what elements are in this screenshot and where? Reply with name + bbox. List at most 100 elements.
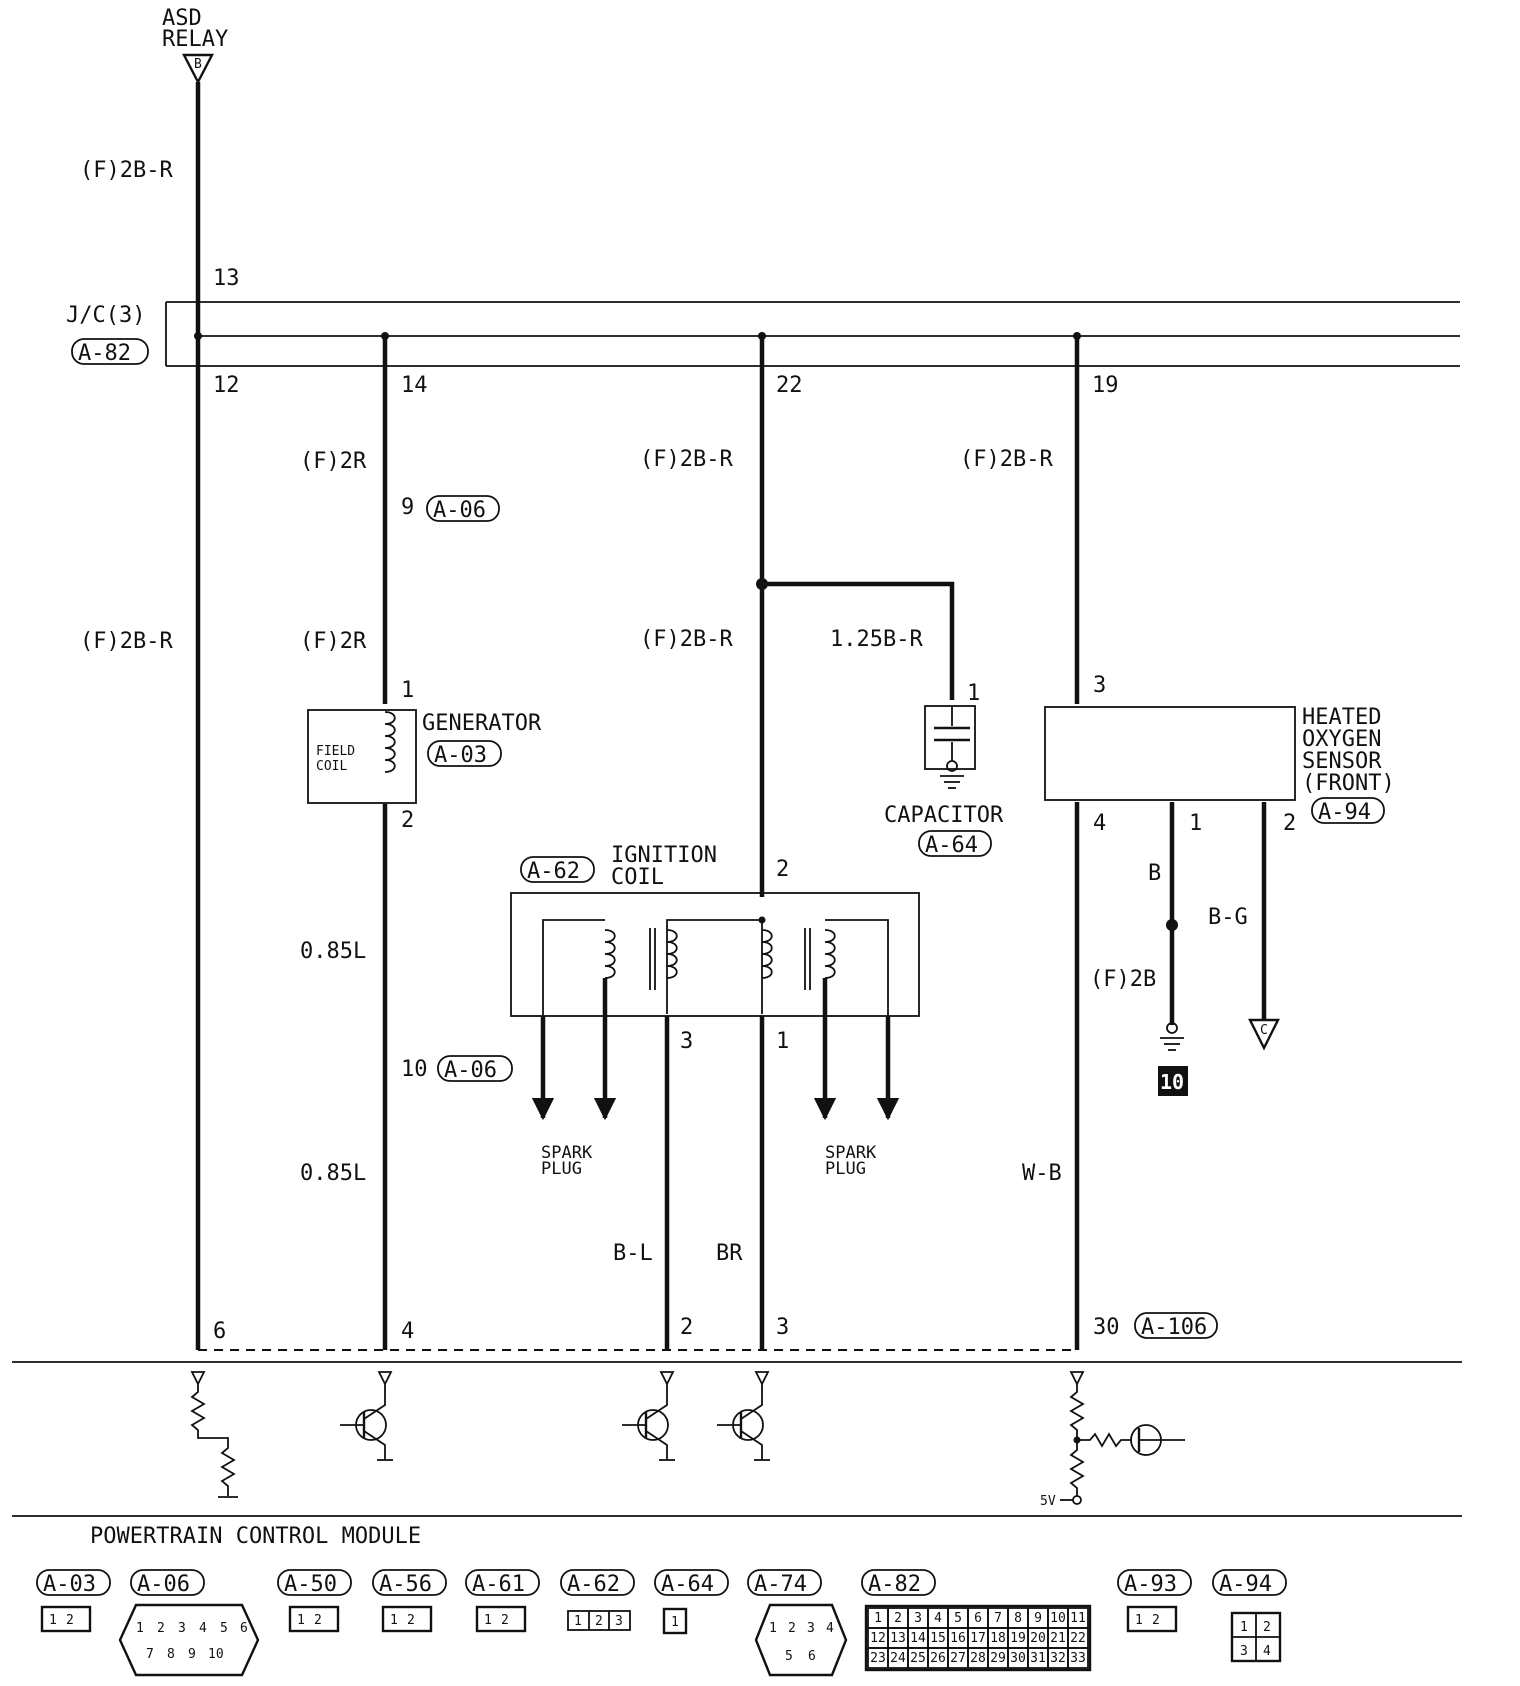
legend-a82-pin: 4 <box>934 1611 942 1626</box>
wire-label-12: (F)2B-R <box>80 629 173 654</box>
wire-label-coil-3: B-L <box>613 1241 653 1266</box>
wire-label-o2-ground: (F)2B <box>1090 967 1156 992</box>
asd-relay: ASD RELAY B <box>162 6 228 85</box>
ignition-coil-label-1: IGNITION <box>611 843 717 868</box>
o2-sensor-label-1: HEATED <box>1302 705 1381 730</box>
legend-a82-pin: 27 <box>950 1651 966 1666</box>
spark-plug-right-label-2: PLUG <box>825 1159 866 1179</box>
ignition-coil-pin-2: 2 <box>776 857 789 882</box>
legend-a61-pin-2: 2 <box>501 1613 509 1628</box>
o2-sensor-pin-2: 2 <box>1283 811 1296 836</box>
legend-a82-pin: 20 <box>1030 1631 1046 1646</box>
pcm-internal-circuits: 5V <box>190 1371 1185 1509</box>
legend-a06-pin-1: 1 <box>136 1621 144 1636</box>
legend-a74-pin-3: 3 <box>807 1621 815 1636</box>
legend-a93-pin-2: 2 <box>1152 1613 1160 1628</box>
legend-a06-pin-8: 8 <box>167 1647 175 1662</box>
legend-a50-label: A-50 <box>284 1572 337 1597</box>
junction-pin-14: 14 <box>401 373 428 398</box>
legend-a82-pin: 3 <box>914 1611 922 1626</box>
legend-a94-pin-1: 1 <box>1240 1620 1248 1635</box>
legend-a82-pin: 1 <box>874 1611 882 1626</box>
legend-a94-pin-2: 2 <box>1263 1620 1271 1635</box>
spark-plug-right-label-1: SPARK <box>825 1143 877 1163</box>
legend-a82-pin: 10 <box>1050 1611 1066 1626</box>
ignition-coil-pin-3: 3 <box>680 1029 693 1054</box>
ground-point-badge <box>1158 1066 1188 1096</box>
wire-label-gen-out-2: 0.85L <box>300 1161 366 1186</box>
junction-pin-19: 19 <box>1092 373 1119 398</box>
capacitor-connector-id: A-64 <box>925 833 978 858</box>
legend-a74-label: A-74 <box>754 1572 807 1597</box>
asd-relay-label-1: ASD <box>162 6 202 31</box>
legend-a82-pin: 16 <box>950 1631 966 1646</box>
offpage-connector-c <box>1248 1018 1280 1051</box>
legend-a82-pin: 23 <box>870 1651 886 1666</box>
legend-a82-pin: 2 <box>894 1611 902 1626</box>
legend-a82-pin: 13 <box>890 1631 906 1646</box>
legend-a82-pin: 6 <box>974 1611 982 1626</box>
legend-a82-pin: 14 <box>910 1631 926 1646</box>
capacitor: 1 CAPACITOR A-64 <box>884 681 1004 858</box>
legend-a06-pin-9: 9 <box>188 1647 196 1662</box>
a06-pin-10: 10 <box>401 1057 428 1082</box>
o2-sensor-label-3: SENSOR <box>1302 749 1382 774</box>
o2-sensor-pin-1: 1 <box>1189 811 1202 836</box>
legend-a74-pin-1: 1 <box>769 1621 777 1636</box>
wire-label-22-upper: (F)2B-R <box>640 447 733 472</box>
o2-sensor-connector-id: A-94 <box>1318 800 1371 825</box>
wire-label-gen-out-1: 0.85L <box>300 939 366 964</box>
legend-a06-pin-5: 5 <box>220 1621 228 1636</box>
legend-a64-label: A-64 <box>661 1572 714 1597</box>
wire-label-o2-2: B-G <box>1208 905 1248 930</box>
pcm-pin-6: 6 <box>213 1319 226 1344</box>
legend-a61-label: A-61 <box>472 1572 525 1597</box>
pcm-name: POWERTRAIN CONTROL MODULE <box>90 1524 421 1549</box>
ignition-coil: IGNITION COIL A-62 2 3 1 <box>510 843 920 1121</box>
legend-a74-pin-2: 2 <box>788 1621 796 1636</box>
legend-a82-pin: 17 <box>970 1631 986 1646</box>
legend-a56-label: A-56 <box>379 1572 432 1597</box>
legend-a82-pin: 25 <box>910 1651 926 1666</box>
wire-label-relay-feed: (F)2B-R <box>80 158 173 183</box>
spark-plug-left-label-1: SPARK <box>541 1143 593 1163</box>
asd-relay-connector-triangle <box>182 53 214 85</box>
legend-a82-pin: 7 <box>994 1611 1002 1626</box>
legend-a94-pin-4: 4 <box>1263 1644 1271 1659</box>
legend-a62-pin-3: 3 <box>615 1614 623 1629</box>
a06-pin-9: 9 <box>401 495 414 520</box>
legend-a82-pin: 32 <box>1050 1651 1066 1666</box>
wire-capacitor-branch <box>762 581 955 700</box>
pcm-vref-label: 5V <box>1040 1494 1056 1509</box>
pcm-pin-3: 3 <box>776 1315 789 1340</box>
heated-oxygen-sensor: 3 HEATED OXYGEN SENSOR (FRONT) A-94 4 1 … <box>1044 673 1395 836</box>
wire-label-14-upper: (F)2R <box>300 449 367 474</box>
legend-a74-pin-6: 6 <box>808 1649 816 1664</box>
legend-a82-pin: 28 <box>970 1651 986 1666</box>
junction-pin-12: 12 <box>213 373 240 398</box>
generator-inner-label-1: FIELD <box>316 744 355 759</box>
legend-a94-label: A-94 <box>1219 1572 1272 1597</box>
legend-a61-pin-1: 1 <box>484 1613 492 1628</box>
legend-a82-pin: 33 <box>1070 1651 1086 1666</box>
ignition-coil-connector-id: A-62 <box>527 859 580 884</box>
o2-sensor-pin-3: 3 <box>1093 673 1106 698</box>
wire-label-capacitor-branch: 1.25B-R <box>830 627 923 652</box>
legend-a06-pin-4: 4 <box>199 1621 207 1636</box>
legend-a82-pin: 31 <box>1030 1651 1046 1666</box>
junction-pin-13: 13 <box>213 266 240 291</box>
legend-a82-pin: 19 <box>1010 1631 1026 1646</box>
capacitor-name: CAPACITOR <box>884 803 1004 828</box>
capacitor-pin-1: 1 <box>967 681 980 706</box>
legend-a74-pin-4: 4 <box>826 1621 834 1636</box>
legend-a06-pin-2: 2 <box>157 1621 165 1636</box>
generator-inner-label-2: COIL <box>316 759 347 774</box>
generator-connector-id: A-03 <box>434 743 487 768</box>
asd-relay-connector-id: B <box>194 57 202 72</box>
offpage-connector-c-id: C <box>1260 1023 1268 1038</box>
pcm-pin-30: 30 <box>1093 1315 1120 1340</box>
wire-label-coil-1: BR <box>716 1241 743 1266</box>
o2-sensor-pin-4: 4 <box>1093 811 1106 836</box>
legend-a03-pin-2: 2 <box>66 1613 74 1628</box>
